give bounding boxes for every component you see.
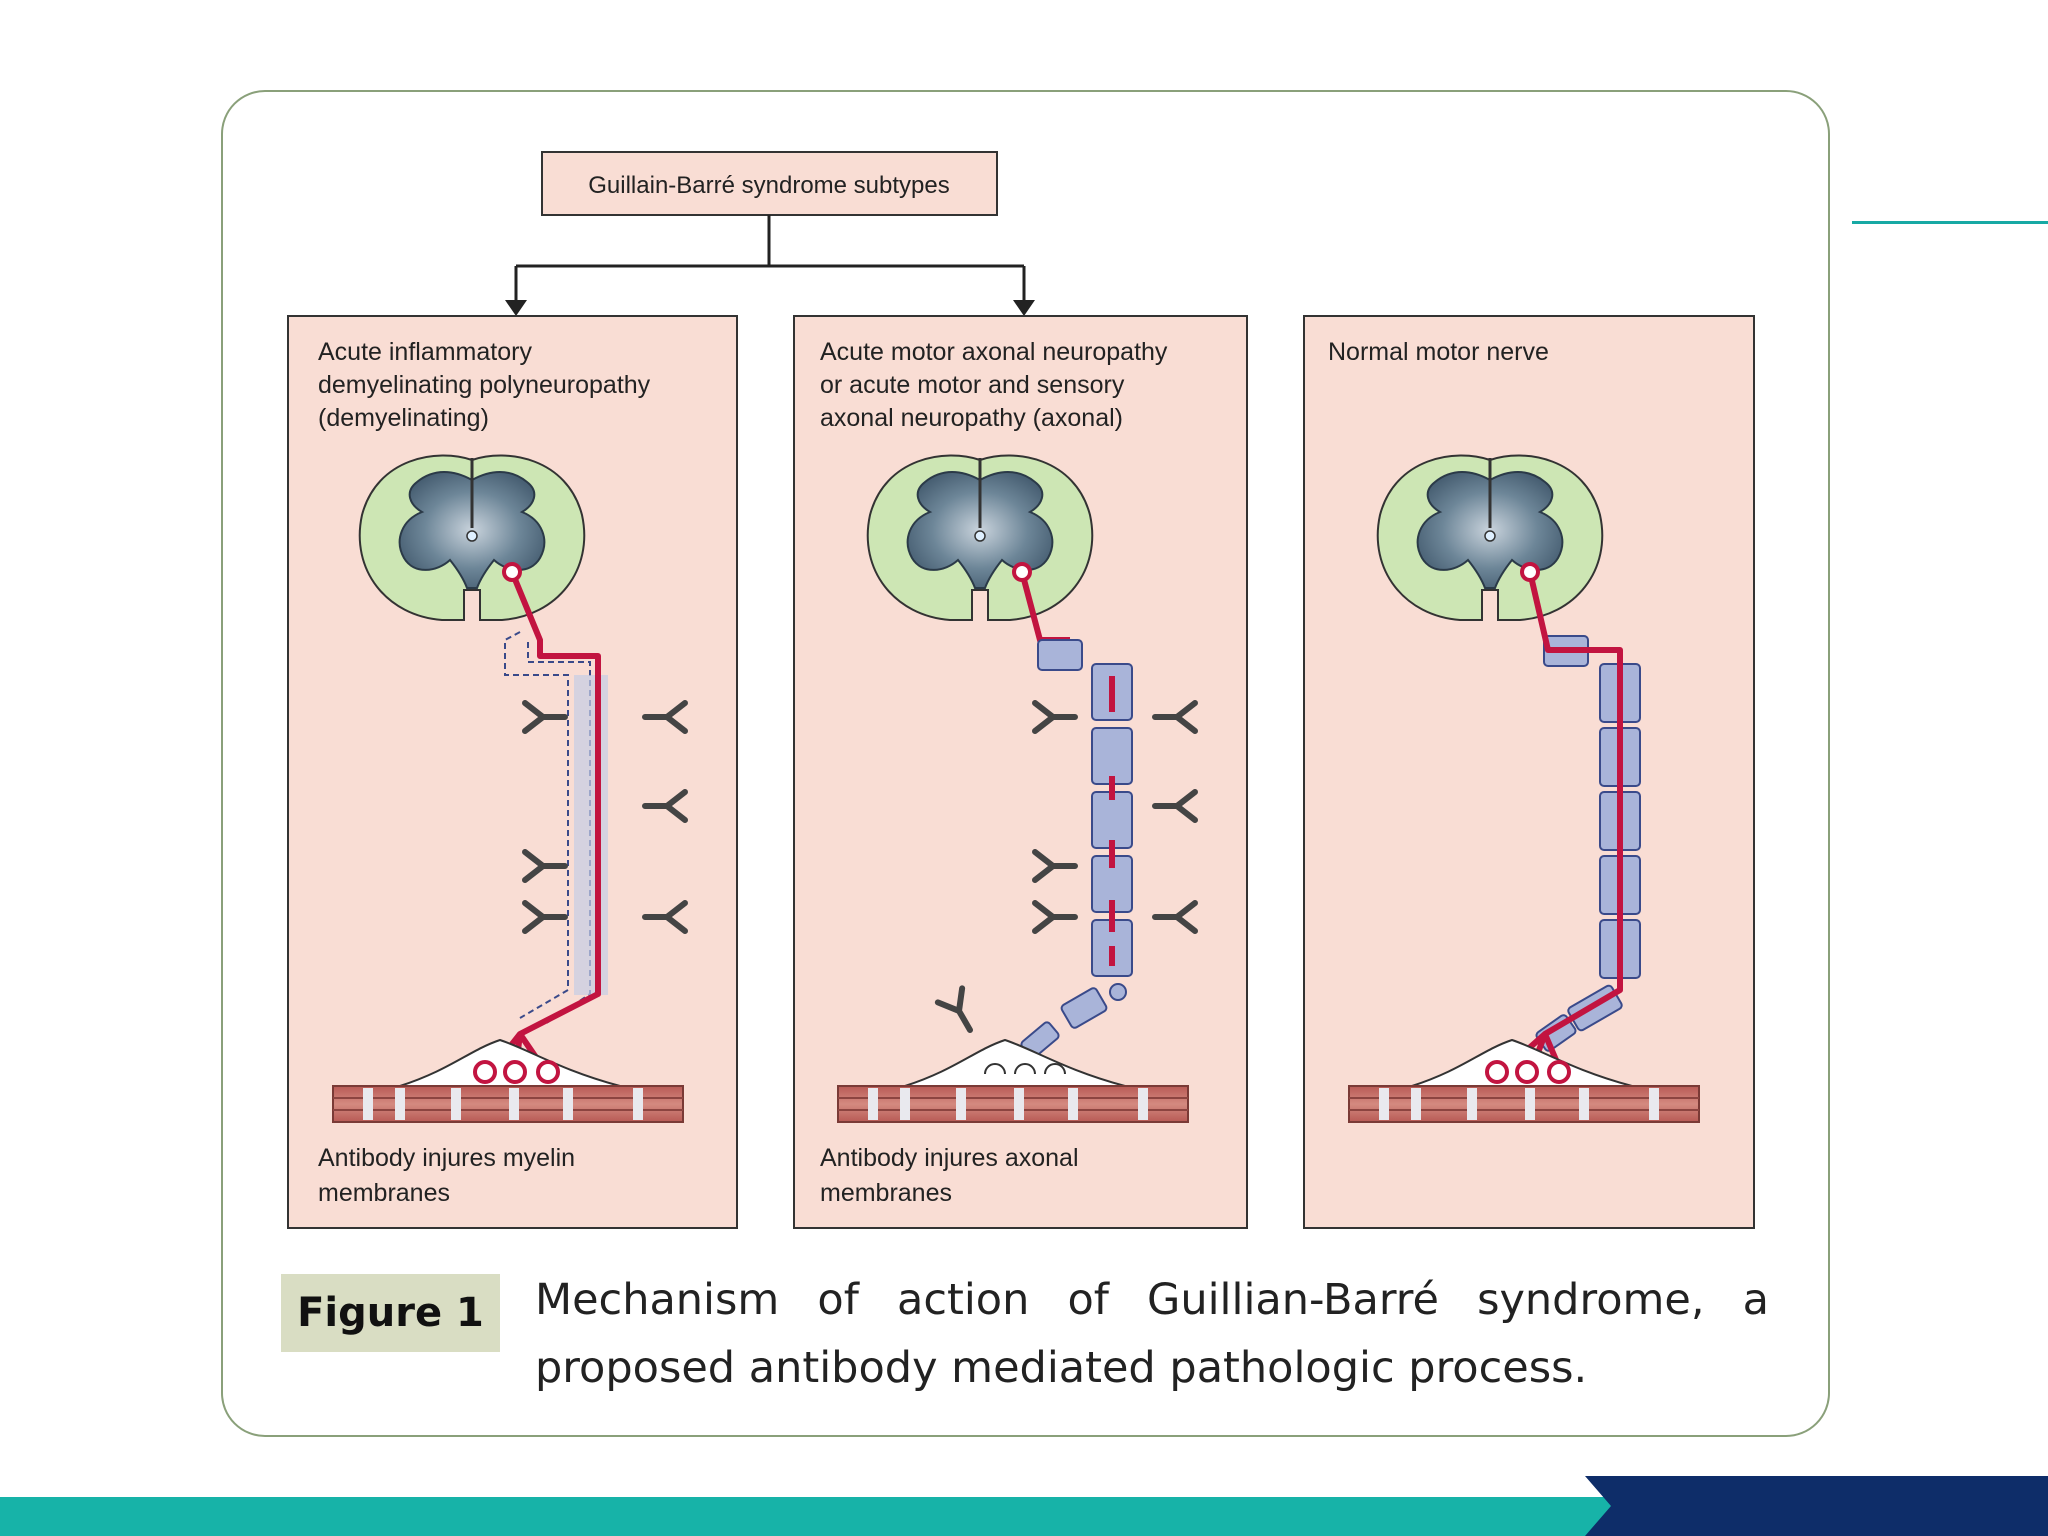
muscle-1 <box>332 1085 684 1123</box>
connector-arrows <box>514 215 1026 302</box>
top-box-label: Guillain-Barré syndrome subtypes <box>588 172 950 199</box>
panel-3-illustration <box>1348 454 1700 1123</box>
panel-1-title: Acute inflammatory demyelinating polyneu… <box>318 338 657 432</box>
slide-footer-chevron <box>1585 1476 2048 1536</box>
panel-1-footer: Antibody injures myelin membranes <box>318 1144 582 1207</box>
panel-2-illustration <box>837 454 1195 1123</box>
figure-label: Figure 1 <box>281 1274 500 1352</box>
panel-2-title: Acute motor axonal neuropathy or acute m… <box>820 338 1174 432</box>
panel-1-illustration <box>332 454 685 1123</box>
top-box <box>541 151 998 216</box>
panel-2-footer: Antibody injures axonal membranes <box>820 1144 1085 1207</box>
arrow-head-left <box>505 300 527 316</box>
slide-accent-line <box>1852 221 2048 224</box>
muscle-3 <box>1348 1085 1700 1123</box>
panel-3-title: Normal motor nerve <box>1328 338 1549 366</box>
arrow-head-right <box>1013 300 1035 316</box>
muscle-2 <box>837 1085 1189 1123</box>
figure-caption: Mechanism of action of Guillian-Barré sy… <box>535 1275 1769 1393</box>
